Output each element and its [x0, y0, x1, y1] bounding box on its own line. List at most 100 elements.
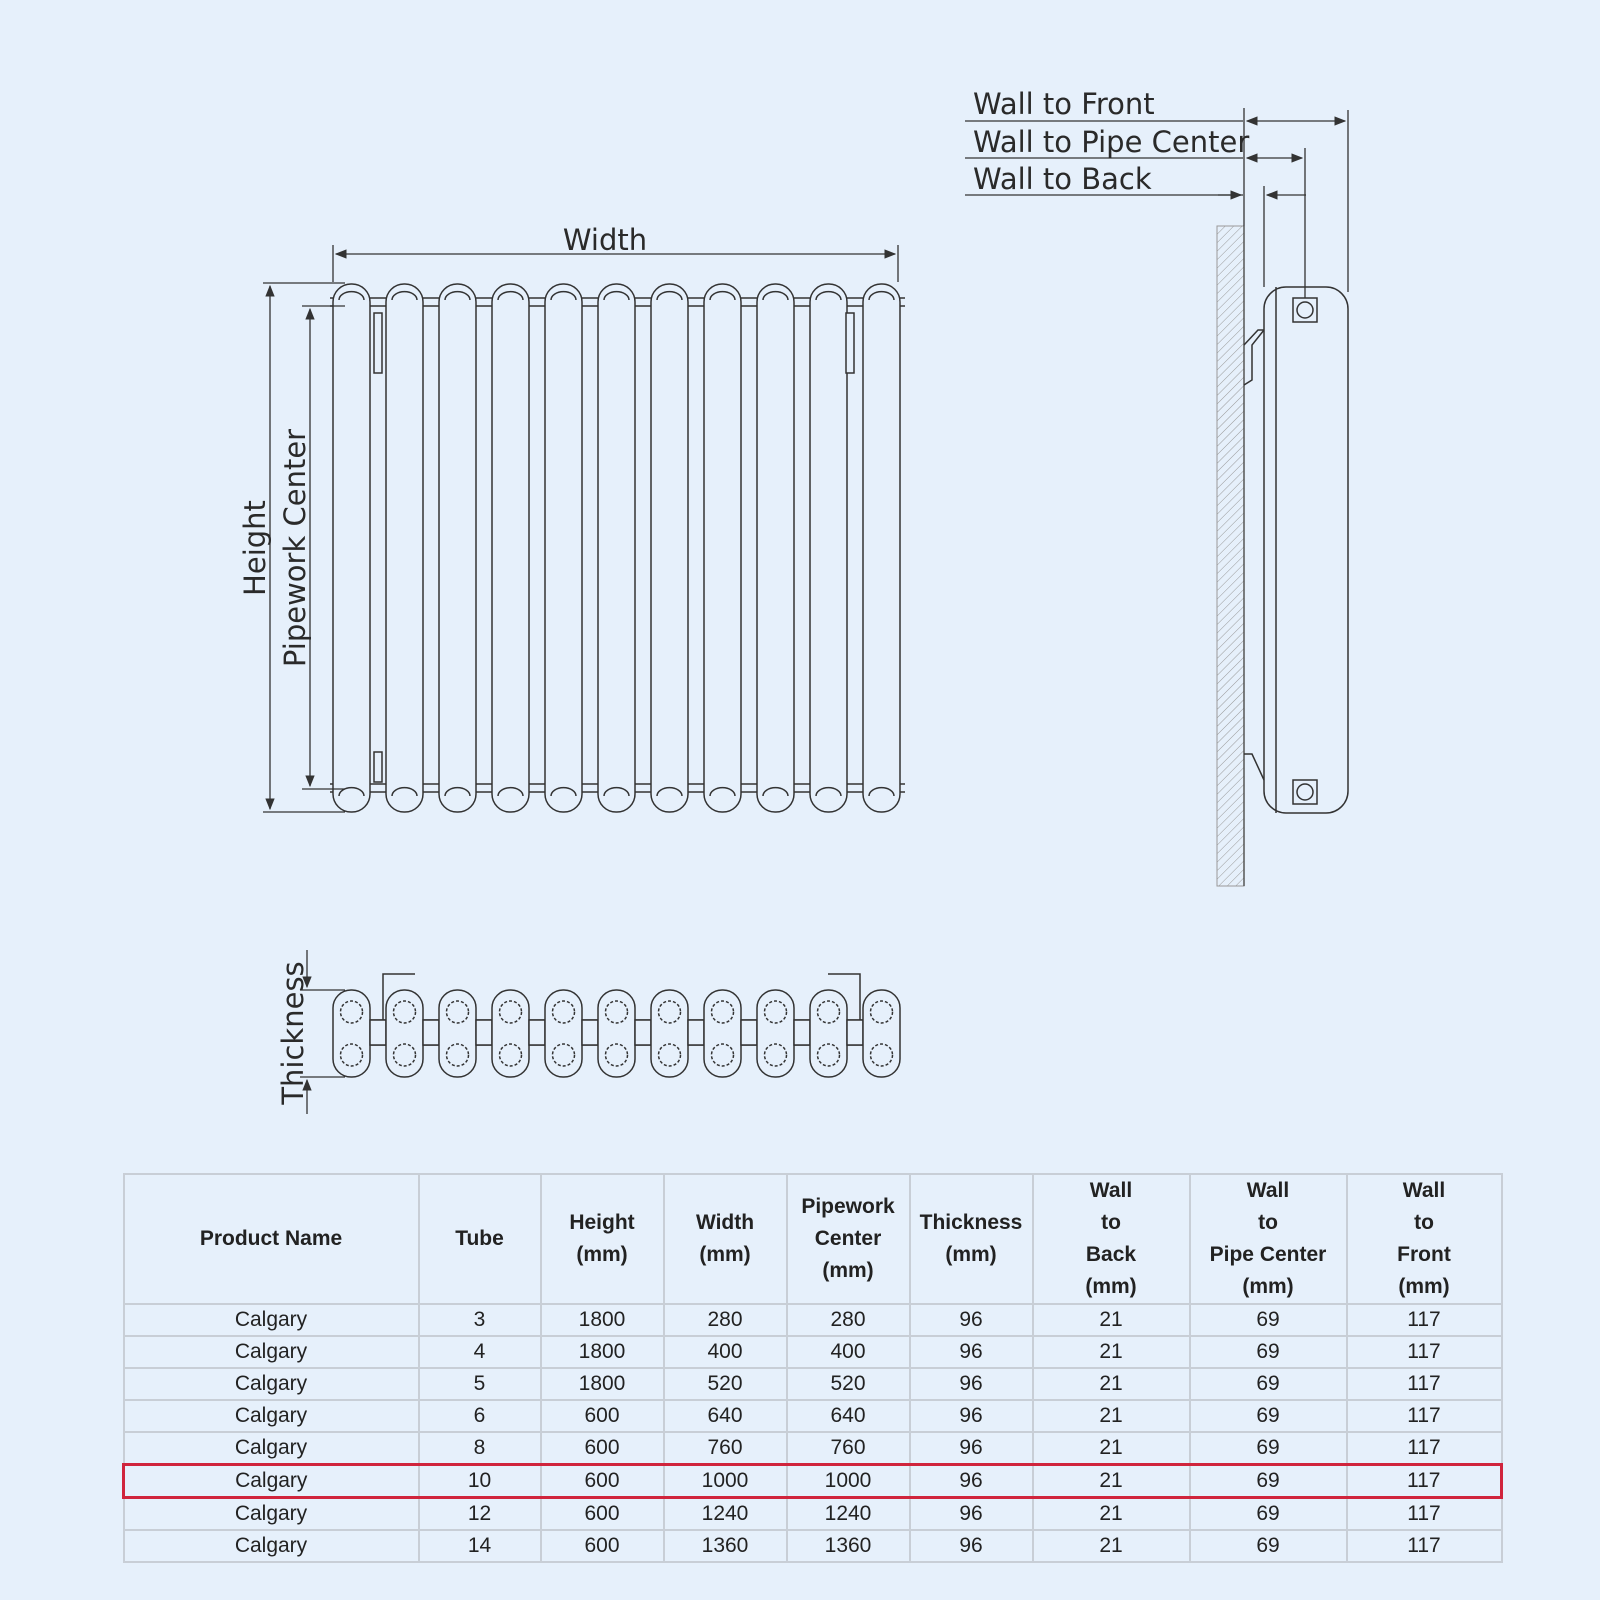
table-cell: 760 — [785, 1431, 911, 1466]
column-header-line: Front — [1397, 1243, 1451, 1266]
table-cell: 96 — [908, 1496, 1034, 1531]
table-cell: Calgary — [122, 1431, 420, 1466]
table-cell: 69 — [1188, 1463, 1348, 1499]
front-tube — [756, 283, 795, 813]
table-cell: 1360 — [785, 1529, 911, 1563]
plan-connector — [634, 1019, 652, 1046]
table-cell: 520 — [785, 1367, 911, 1401]
table-cell: 12 — [417, 1496, 542, 1531]
table-cell: 117 — [1345, 1496, 1503, 1531]
table-cell: 400 — [785, 1335, 911, 1369]
table-cell: 117 — [1345, 1367, 1503, 1401]
tube-cap — [550, 290, 577, 301]
tube-section-circle — [445, 1000, 470, 1024]
table-cell: 1800 — [539, 1335, 665, 1369]
tube-cap — [762, 290, 789, 301]
table-cell: 69 — [1188, 1496, 1348, 1531]
table-cell: 69 — [1188, 1303, 1348, 1337]
tube-cap — [338, 290, 365, 301]
table-cell: 96 — [908, 1335, 1034, 1369]
column-header-line: (mm) — [822, 1259, 874, 1282]
pipework-center-label: Pipework Center — [278, 429, 312, 667]
plan-connector — [528, 1019, 546, 1046]
tube-section-circle — [551, 1043, 576, 1067]
table-cell: Calgary — [122, 1399, 420, 1433]
table-cell: 21 — [1031, 1496, 1191, 1531]
table-cell: 96 — [908, 1399, 1034, 1433]
table-cell: 21 — [1031, 1463, 1191, 1499]
table-cell: 96 — [908, 1367, 1034, 1401]
column-header-line: Tube — [455, 1227, 504, 1250]
table-cell: 117 — [1345, 1529, 1503, 1563]
plan-tube — [862, 989, 901, 1078]
plan-connector — [793, 1019, 811, 1046]
width-label: Width — [563, 223, 647, 257]
plan-connector — [422, 1019, 440, 1046]
table-cell: 8 — [417, 1431, 542, 1466]
table-cell: 280 — [785, 1303, 911, 1337]
table-cell: 69 — [1188, 1335, 1348, 1369]
plan-tube — [544, 989, 583, 1078]
table-cell: 400 — [662, 1335, 788, 1369]
tube-cap — [603, 290, 630, 301]
tube-cap — [656, 290, 683, 301]
plan-tube — [703, 989, 742, 1078]
column-header-line: to — [1101, 1211, 1121, 1234]
tube-cap — [550, 786, 577, 797]
tube-section-circle — [763, 1000, 788, 1024]
table-cell: 1000 — [662, 1463, 788, 1499]
front-tube — [650, 283, 689, 813]
column-header-line: (mm) — [1398, 1275, 1450, 1298]
tube-section-circle — [657, 1000, 682, 1024]
column-header-line: Product Name — [199, 1227, 343, 1250]
table-cell: Calgary — [122, 1463, 420, 1499]
column-header-line: Wall — [1402, 1179, 1446, 1202]
plan-connector — [740, 1019, 758, 1046]
table-cell: 640 — [662, 1399, 788, 1433]
thickness-dimension — [300, 950, 345, 1114]
column-header-line: to — [1258, 1211, 1278, 1234]
table-cell: 69 — [1188, 1399, 1348, 1433]
side-view — [1216, 225, 1349, 887]
tube-section-circle — [816, 1000, 841, 1024]
table-cell: 1240 — [785, 1496, 911, 1531]
column-header: Width(mm) — [662, 1173, 788, 1305]
side-dimensions — [965, 108, 1349, 298]
table-cell: 1800 — [539, 1367, 665, 1401]
front-tube — [438, 283, 477, 813]
tube-cap — [444, 290, 471, 301]
tube-cap — [497, 786, 524, 797]
table-cell: 600 — [539, 1496, 665, 1531]
column-header-line: (mm) — [699, 1243, 751, 1266]
front-tube — [862, 283, 901, 813]
table-cell: 21 — [1031, 1367, 1191, 1401]
table-cell: 520 — [662, 1367, 788, 1401]
table-cell: 117 — [1345, 1335, 1503, 1369]
table-cell: 1360 — [662, 1529, 788, 1563]
column-header-line: (mm) — [576, 1243, 628, 1266]
tube-section-circle — [392, 1043, 417, 1067]
table-cell: 600 — [539, 1529, 665, 1563]
width-dimension — [332, 245, 899, 282]
tube-cap — [656, 786, 683, 797]
table-cell: 14 — [417, 1529, 542, 1563]
tube-cap — [603, 786, 630, 797]
column-header-line: to — [1414, 1211, 1434, 1234]
tube-section-circle — [604, 1043, 629, 1067]
table-cell: 96 — [908, 1529, 1034, 1563]
plan-connector — [369, 1019, 387, 1046]
tube-section-circle — [392, 1000, 417, 1024]
tube-section-circle — [710, 1000, 735, 1024]
table-cell: 69 — [1188, 1367, 1348, 1401]
table-cell: 760 — [662, 1431, 788, 1466]
plan-tube — [438, 989, 477, 1078]
column-header-line: Center — [814, 1227, 882, 1250]
table-cell: 117 — [1345, 1463, 1503, 1499]
column-header-line: Back — [1085, 1243, 1137, 1266]
table-cell: 5 — [417, 1367, 542, 1401]
